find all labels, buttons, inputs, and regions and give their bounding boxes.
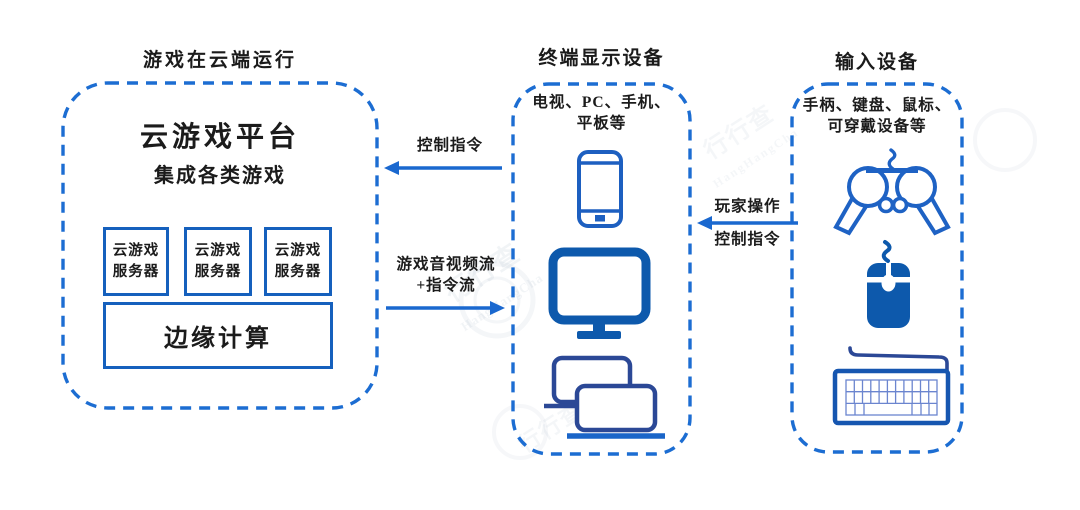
display-devices-line1: 电视、PC、手机、 [532,94,671,111]
control-arrow-label: 控制指令 [416,137,483,154]
edge-computing-box: 边缘计算 [103,302,333,369]
player-arrow-label-top: 玩家操作 [714,198,781,215]
cloud-server-box: 云游戏 服务器 [103,227,169,296]
mouse-icon [867,240,910,328]
cloud-platform-subtitle: 集成各类游戏 [154,165,286,187]
stream-label-line1: 游戏音视频流 [396,256,496,273]
server-label-line1: 云游戏 [274,243,322,260]
input-panel-border [790,82,964,454]
input-panel-title: 输入设备 [834,52,919,73]
server-label-line1: 云游戏 [112,243,160,260]
watermark-logo-icon [458,108,1037,460]
control-arrow [384,161,502,175]
player-arrow [697,216,798,230]
display-devices-text: 电视、PC、手机、 平板等 [513,93,690,135]
display-panel-title: 终端显示设备 [538,48,665,69]
cloud-server-box: 云游戏 服务器 [264,227,332,296]
display-panel-border [511,82,692,456]
keyboard-icon [832,346,951,426]
player-arrow-label-bottom: 控制指令 [714,231,781,248]
stream-arrow [386,301,505,315]
server-label-line2: 服务器 [194,263,242,280]
smartphone-icon [577,150,623,228]
server-label-line1: 云游戏 [194,243,242,260]
cloud-platform-title: 云游戏平台 [139,122,300,153]
input-devices-line1: 手柄、键盘、鼠标、 [802,97,952,114]
gamepad-icon [833,148,951,236]
server-label-line2: 服务器 [112,263,160,280]
cloud-panel-border [61,81,379,410]
cloud-server-box: 云游戏 服务器 [184,227,252,296]
monitor-icon [548,247,651,339]
cloud-panel-title: 游戏在云端运行 [142,50,297,71]
stream-arrow-label: 游戏音视频流 +指令流 [372,255,520,297]
display-devices-line2: 平板等 [576,114,627,132]
laptop-stack-icon [544,355,665,439]
input-devices-line2: 可穿戴设备等 [827,117,927,135]
input-devices-text: 手柄、键盘、鼠标、 可穿戴设备等 [788,96,966,138]
server-label-line2: 服务器 [274,263,322,280]
stream-label-line2: +指令流 [416,276,476,294]
